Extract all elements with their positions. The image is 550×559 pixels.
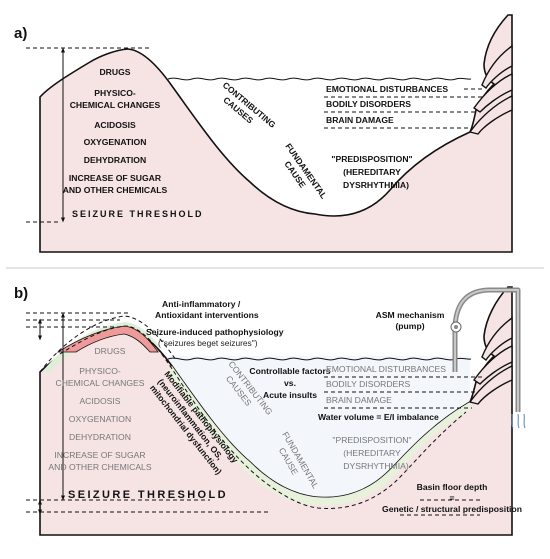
controllable-label-2: vs. — [284, 378, 296, 388]
seizure-induced-label: Seizure-induced pathophysiology — [146, 327, 284, 337]
water-volume-label: Water volume = E/I imbalance — [318, 412, 439, 422]
panel-a-label: a) — [14, 25, 27, 42]
panel-b-cause-dehydration: DEHYDRATION — [69, 432, 131, 442]
panel-a-cause-chemical: CHEMICAL CHANGES — [70, 100, 161, 110]
panel-b-dysrhythmia: DYSRHYTHMIA) — [343, 461, 409, 471]
panel-a-threshold-label: SEIZURE THRESHOLD — [72, 209, 204, 219]
panel-a-cause-oxygenation: OXYGENATION — [84, 137, 147, 147]
controllable-label-3: Acute insults — [263, 390, 317, 400]
water-drips-icon — [511, 413, 526, 429]
panel-b-cliff-layers — [468, 316, 513, 405]
panel-a-water-surface — [167, 77, 472, 81]
panel-a-emotional: EMOTIONAL DISTURBANCES — [326, 84, 448, 94]
panel-b-predisposition: "PREDISPOSITION" — [332, 435, 411, 445]
panel-b-dashed-basin — [59, 325, 467, 509]
panel-a-cause-drugs: DRUGS — [99, 67, 130, 77]
panel-a-cliff-layers — [468, 44, 513, 135]
panel-b-label: b) — [14, 285, 28, 302]
panel-a-predisposition: "PREDISPOSITION" — [331, 154, 412, 164]
panel-b-water-surface — [167, 357, 472, 361]
anti-inflammatory-label-2: Antioxidant interventions — [155, 310, 259, 320]
panel-a-bodily: BODILY DISORDERS — [326, 99, 411, 109]
panel-b-modifiable-lining — [166, 366, 470, 506]
basin-label-1: Basin floor depth — [417, 482, 488, 492]
panel-b-water — [130, 356, 470, 498]
asm-label-1: ASM mechanism — [376, 310, 445, 320]
asm-label-2: (pump) — [395, 321, 424, 331]
seizures-beget-label: ("seizures beget seizures") — [158, 338, 258, 348]
panel-b-bodily: BODILY DISORDERS — [326, 379, 410, 389]
panel-b-cause-physico: PHYSICO- — [79, 366, 121, 376]
panel-b-emotional: EMOTIONAL DISTURBANCES — [326, 364, 446, 374]
panel-b-cause-acidosis: ACIDOSIS — [79, 396, 120, 406]
panel-a-dysrhythmia: DYSRHYTHMIA) — [343, 180, 409, 190]
panel-a-cause-physico: PHYSICO- — [94, 88, 136, 98]
panel-a-brain: BRAIN DAMAGE — [326, 115, 394, 125]
panel-b-threshold-label: SEIZURE THRESHOLD — [68, 489, 228, 501]
basin-label-3: Genetic / structural predisposition — [382, 504, 522, 514]
panel-b-cause-chemicals: AND OTHER CHEMICALS — [48, 462, 151, 472]
panel-b-cause-drugs: DRUGS — [94, 346, 125, 356]
panel-b-seizure-pathology — [56, 325, 159, 353]
panel-b-hereditary: (HEREDITARY — [343, 448, 401, 458]
panel-a-cause-chemicals: AND OTHER CHEMICALS — [63, 185, 168, 195]
panel-b-brain: BRAIN DAMAGE — [326, 395, 392, 405]
anti-inflammatory-label-1: Anti-inflammatory / — [162, 299, 241, 309]
panel-a-cause-dehydration: DEHYDRATION — [84, 155, 146, 165]
panel-a-cause-acidosis: ACIDOSIS — [94, 120, 136, 130]
basin-label-2: = — [449, 493, 454, 503]
panel-a-water — [130, 76, 470, 217]
controllable-label-1: Controllable factors — [249, 366, 330, 376]
panel-a-cause-sugar: INCREASE OF SUGAR — [69, 173, 162, 183]
panel-b-cause-sugar: INCREASE OF SUGAR — [54, 450, 145, 460]
panel-a-hereditary: (HEREDITARY — [343, 167, 401, 177]
panel-b-cause-chemical: CHEMICAL CHANGES — [56, 378, 145, 388]
panel-b-cause-oxygenation: OXYGENATION — [69, 414, 131, 424]
